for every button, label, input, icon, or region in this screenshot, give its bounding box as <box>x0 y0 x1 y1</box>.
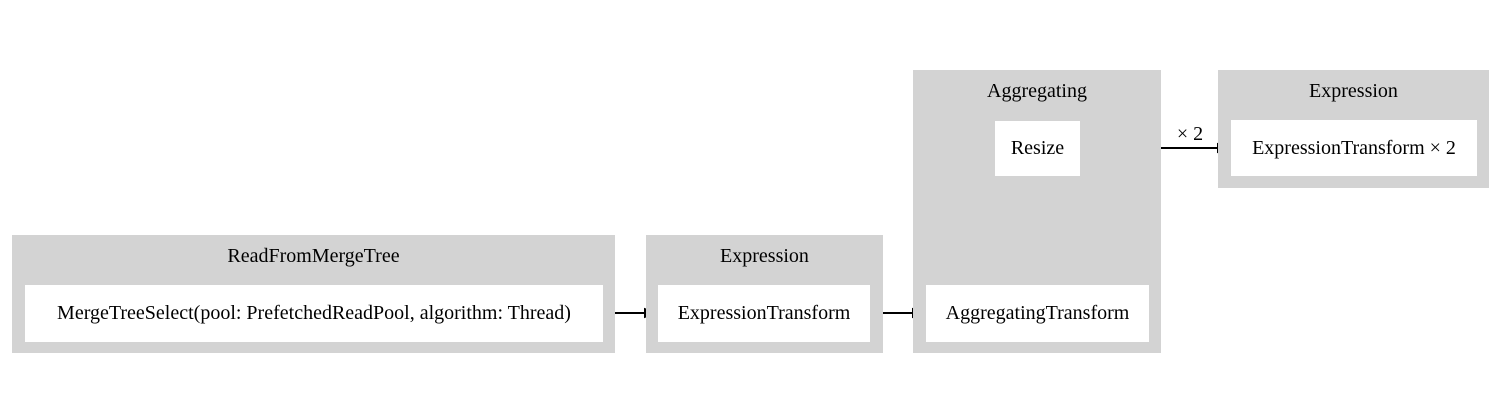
edge-multiplicity-label: × 2 <box>1176 123 1204 145</box>
node-resize: Resize <box>995 121 1080 176</box>
node-expressiontransform-x2-label: ExpressionTransform × 2 <box>1252 136 1456 159</box>
node-mergetreeselect: MergeTreeSelect(pool: PrefetchedReadPool… <box>25 285 603 342</box>
cluster-expression-1: Expression ExpressionTransform <box>646 235 883 353</box>
cluster-aggregating: Aggregating Resize AggregatingTransform <box>913 70 1161 353</box>
node-expressiontransform-x2: ExpressionTransform × 2 <box>1231 120 1477 176</box>
node-expressiontransform-label: ExpressionTransform <box>677 302 851 324</box>
node-resize-label: Resize <box>1010 137 1065 159</box>
node-aggregatingtransform: AggregatingTransform <box>926 285 1149 342</box>
cluster-readfrommergetree-label: ReadFromMergeTree <box>227 245 400 267</box>
node-expressiontransform: ExpressionTransform <box>658 285 870 342</box>
cluster-expression-1-label: Expression <box>720 245 809 267</box>
cluster-aggregating-label: Aggregating <box>987 80 1087 102</box>
node-aggregatingtransform-label: AggregatingTransform <box>945 302 1130 324</box>
cluster-readfrommergetree: ReadFromMergeTree MergeTreeSelect(pool: … <box>12 235 615 353</box>
cluster-expression-2-label: Expression <box>1309 80 1398 102</box>
node-mergetreeselect-label: MergeTreeSelect(pool: PrefetchedReadPool… <box>57 302 571 324</box>
cluster-expression-2: Expression ExpressionTransform × 2 <box>1218 70 1489 188</box>
